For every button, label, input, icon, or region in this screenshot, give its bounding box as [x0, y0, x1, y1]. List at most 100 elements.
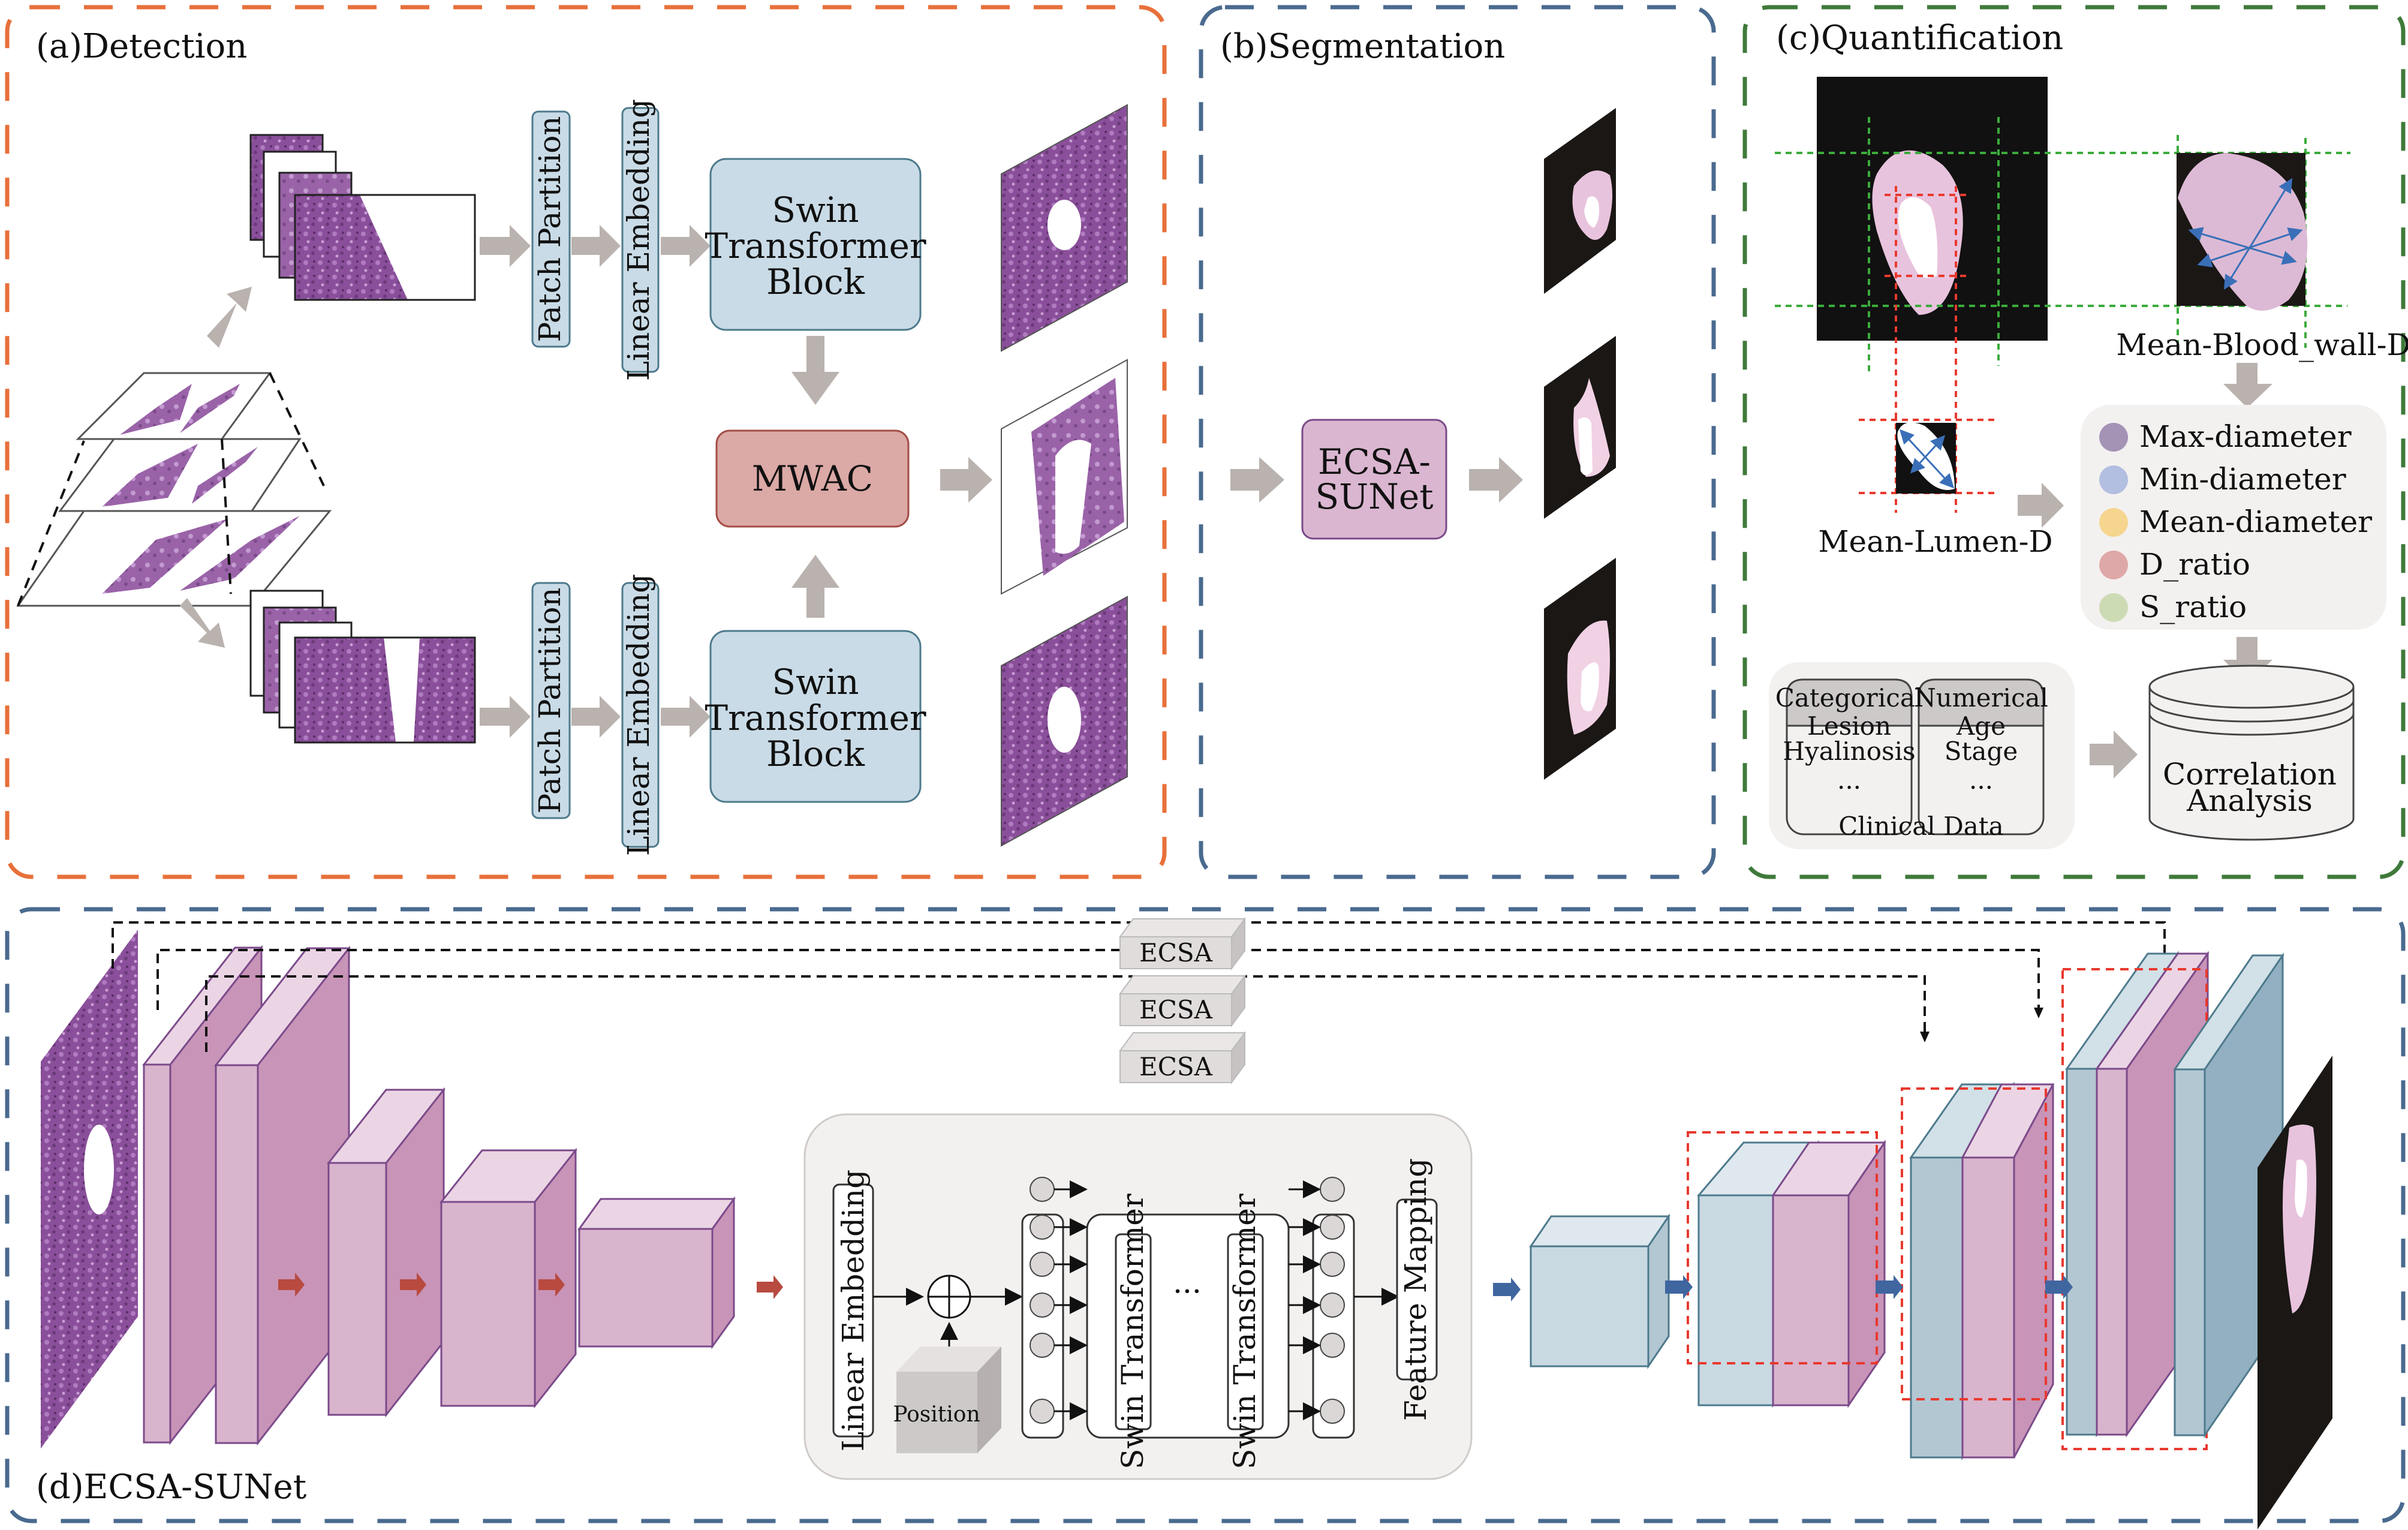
token-node-out — [1320, 1292, 1345, 1318]
metric-item: S_ratio — [2099, 590, 2247, 624]
feature-mapping-label: Feature Mapping — [1398, 1158, 1433, 1421]
concat-highlight-1 — [1687, 1131, 1878, 1364]
upsample-arrow — [1665, 1275, 1693, 1299]
metric-color-dot — [2099, 508, 2128, 537]
metric-color-dot — [2099, 465, 2128, 494]
svg-text:ECSA-: ECSA- — [1318, 441, 1431, 482]
token-node-in — [1030, 1333, 1055, 1358]
upsample-arrow — [1493, 1277, 1521, 1301]
encoder-layer-3 — [326, 1087, 446, 1418]
segmentation-title: (b)Segmentation — [1220, 27, 1505, 66]
encoder-blocks — [142, 945, 783, 1446]
token-node-out — [1320, 1333, 1345, 1358]
svg-text:Block: Block — [766, 261, 865, 302]
arrow-to-linear-embedding-bottom — [571, 696, 621, 738]
downsample-arrow — [278, 1273, 305, 1297]
mean-blood-wall-label: Mean-Blood_wall-D — [2116, 327, 2408, 362]
panel-quantification: (c)Quantification — [1742, 5, 2408, 879]
metric-label: Min-diameter — [2139, 462, 2346, 497]
ecsa-modules: ECSA ECSA ECSA — [1119, 916, 1246, 1085]
patch-partition-bottom: Patch Partition — [531, 582, 571, 819]
swin-bottleneck: Linear Embedding Position Swin Transform… — [803, 1113, 1473, 1480]
svg-text:Analysis: Analysis — [2186, 783, 2313, 818]
clinical-data-title: Clinical Data — [1838, 811, 2003, 841]
ecsa-sunet-module: ECSA- SUNet — [1301, 419, 1447, 540]
blood-wall-mask — [2177, 153, 2308, 311]
metrics-list: Max-diameterMin-diameterMean-diameterD_r… — [2081, 405, 2386, 630]
panel-ecsa-sunet: (d)ECSA-SUNet ECSA — [5, 907, 2406, 1529]
segmentation-masks — [1544, 108, 1616, 780]
metric-color-dot — [2099, 593, 2128, 622]
add-operator — [927, 1275, 971, 1319]
linear-embedding-label: Linear Embedding — [621, 99, 656, 381]
encoder-layer-5 — [577, 1196, 736, 1349]
svg-text:ECSA: ECSA — [1139, 1052, 1213, 1081]
quantification-title: (c)Quantification — [1776, 19, 2063, 58]
svg-text:Swin Transformer: Swin Transformer — [1227, 1194, 1262, 1469]
arrow-lumen-to-metrics — [2018, 483, 2064, 528]
lumen-mask — [1896, 422, 1956, 494]
numerical-header: Numerical — [1914, 683, 2048, 713]
categorical-header: Categorical — [1775, 683, 1924, 713]
detection-title: (a)Detection — [36, 27, 247, 66]
patch-partition-top: Patch Partition — [531, 110, 571, 348]
patch-partition-label: Patch Partition — [532, 116, 567, 342]
swin-transformer-block-top: Swin Transformer Block — [705, 158, 926, 331]
arrow-to-masks — [1469, 457, 1523, 503]
token-node-in — [1030, 1292, 1055, 1318]
svg-text:Lesion: Lesion — [1807, 711, 1891, 741]
mwac-label: MWAC — [752, 458, 873, 499]
metric-label: S_ratio — [2139, 590, 2247, 624]
token-node-in — [1030, 1399, 1055, 1424]
top-patch-stack — [249, 134, 476, 301]
metric-item: Mean-diameter — [2099, 504, 2372, 539]
downsample-arrow — [757, 1275, 783, 1299]
token-node-out — [1320, 1177, 1345, 1202]
arrow-to-patch-partition-top — [480, 225, 531, 267]
svg-text:...: ... — [1969, 765, 1993, 795]
metric-label: Max-diameter — [2139, 419, 2352, 454]
arrow-swin-bottom-to-mwac — [791, 555, 839, 618]
arrow-into-ecsa-sunet — [1230, 457, 1284, 503]
correlation-analysis-db: Correlation Analysis — [2148, 665, 2355, 841]
arrow-clinical-to-correlation — [2090, 731, 2138, 778]
linear-embedding-label: Linear Embedding — [621, 574, 656, 856]
network-border — [5, 907, 2406, 1523]
wsi-slide-stack — [16, 372, 332, 607]
decoder-concat-2-pink — [1961, 1083, 2055, 1459]
arrow-to-linear-embedding-top — [571, 225, 621, 267]
metric-item: Min-diameter — [2099, 462, 2346, 497]
svg-text:Swin Transformer: Swin Transformer — [1115, 1194, 1150, 1469]
panel-segmentation: (b)Segmentation ECSA- SUNet — [1199, 5, 1716, 879]
svg-text:Transformer: Transformer — [705, 698, 926, 738]
metric-item: D_ratio — [2099, 547, 2250, 582]
ecsa-module-3: ECSA — [1119, 1030, 1246, 1085]
svg-text:Hyalinosis: Hyalinosis — [1783, 737, 1915, 766]
upsample-arrow — [2045, 1275, 2073, 1299]
linear-embedding-label: Linear Embedding — [836, 1170, 871, 1451]
token-node-in — [1030, 1177, 1055, 1202]
svg-text:Correlation: Correlation — [2163, 757, 2337, 792]
svg-text:Transformer: Transformer — [705, 226, 926, 266]
decoder-output-layer — [2173, 952, 2284, 1438]
svg-text:Block: Block — [766, 734, 865, 774]
token-node-in — [1030, 1252, 1055, 1277]
token-node-out — [1320, 1399, 1345, 1424]
metric-label: Mean-diameter — [2139, 504, 2372, 539]
concat-highlight-3 — [2061, 968, 2208, 1450]
svg-text:···: ··· — [1173, 1274, 1202, 1309]
ecsa-module-2: ECSA — [1119, 973, 1246, 1028]
position-embedding: Position — [893, 1346, 1001, 1453]
downsample-arrow — [400, 1273, 426, 1297]
arrow-down-right — [180, 598, 225, 648]
decoder-blocks — [1493, 951, 2284, 1460]
concat-highlight-2 — [1901, 1087, 2047, 1400]
detection-output-images — [1001, 104, 1128, 847]
svg-text:Swin: Swin — [772, 190, 859, 230]
metric-color-dot — [2099, 551, 2128, 579]
downsample-arrow — [538, 1273, 565, 1297]
token-node-in — [1030, 1215, 1055, 1240]
svg-text:ECSA: ECSA — [1139, 995, 1213, 1024]
linear-embedding-top: Linear Embedding — [621, 99, 660, 381]
svg-text:ECSA: ECSA — [1139, 938, 1213, 967]
